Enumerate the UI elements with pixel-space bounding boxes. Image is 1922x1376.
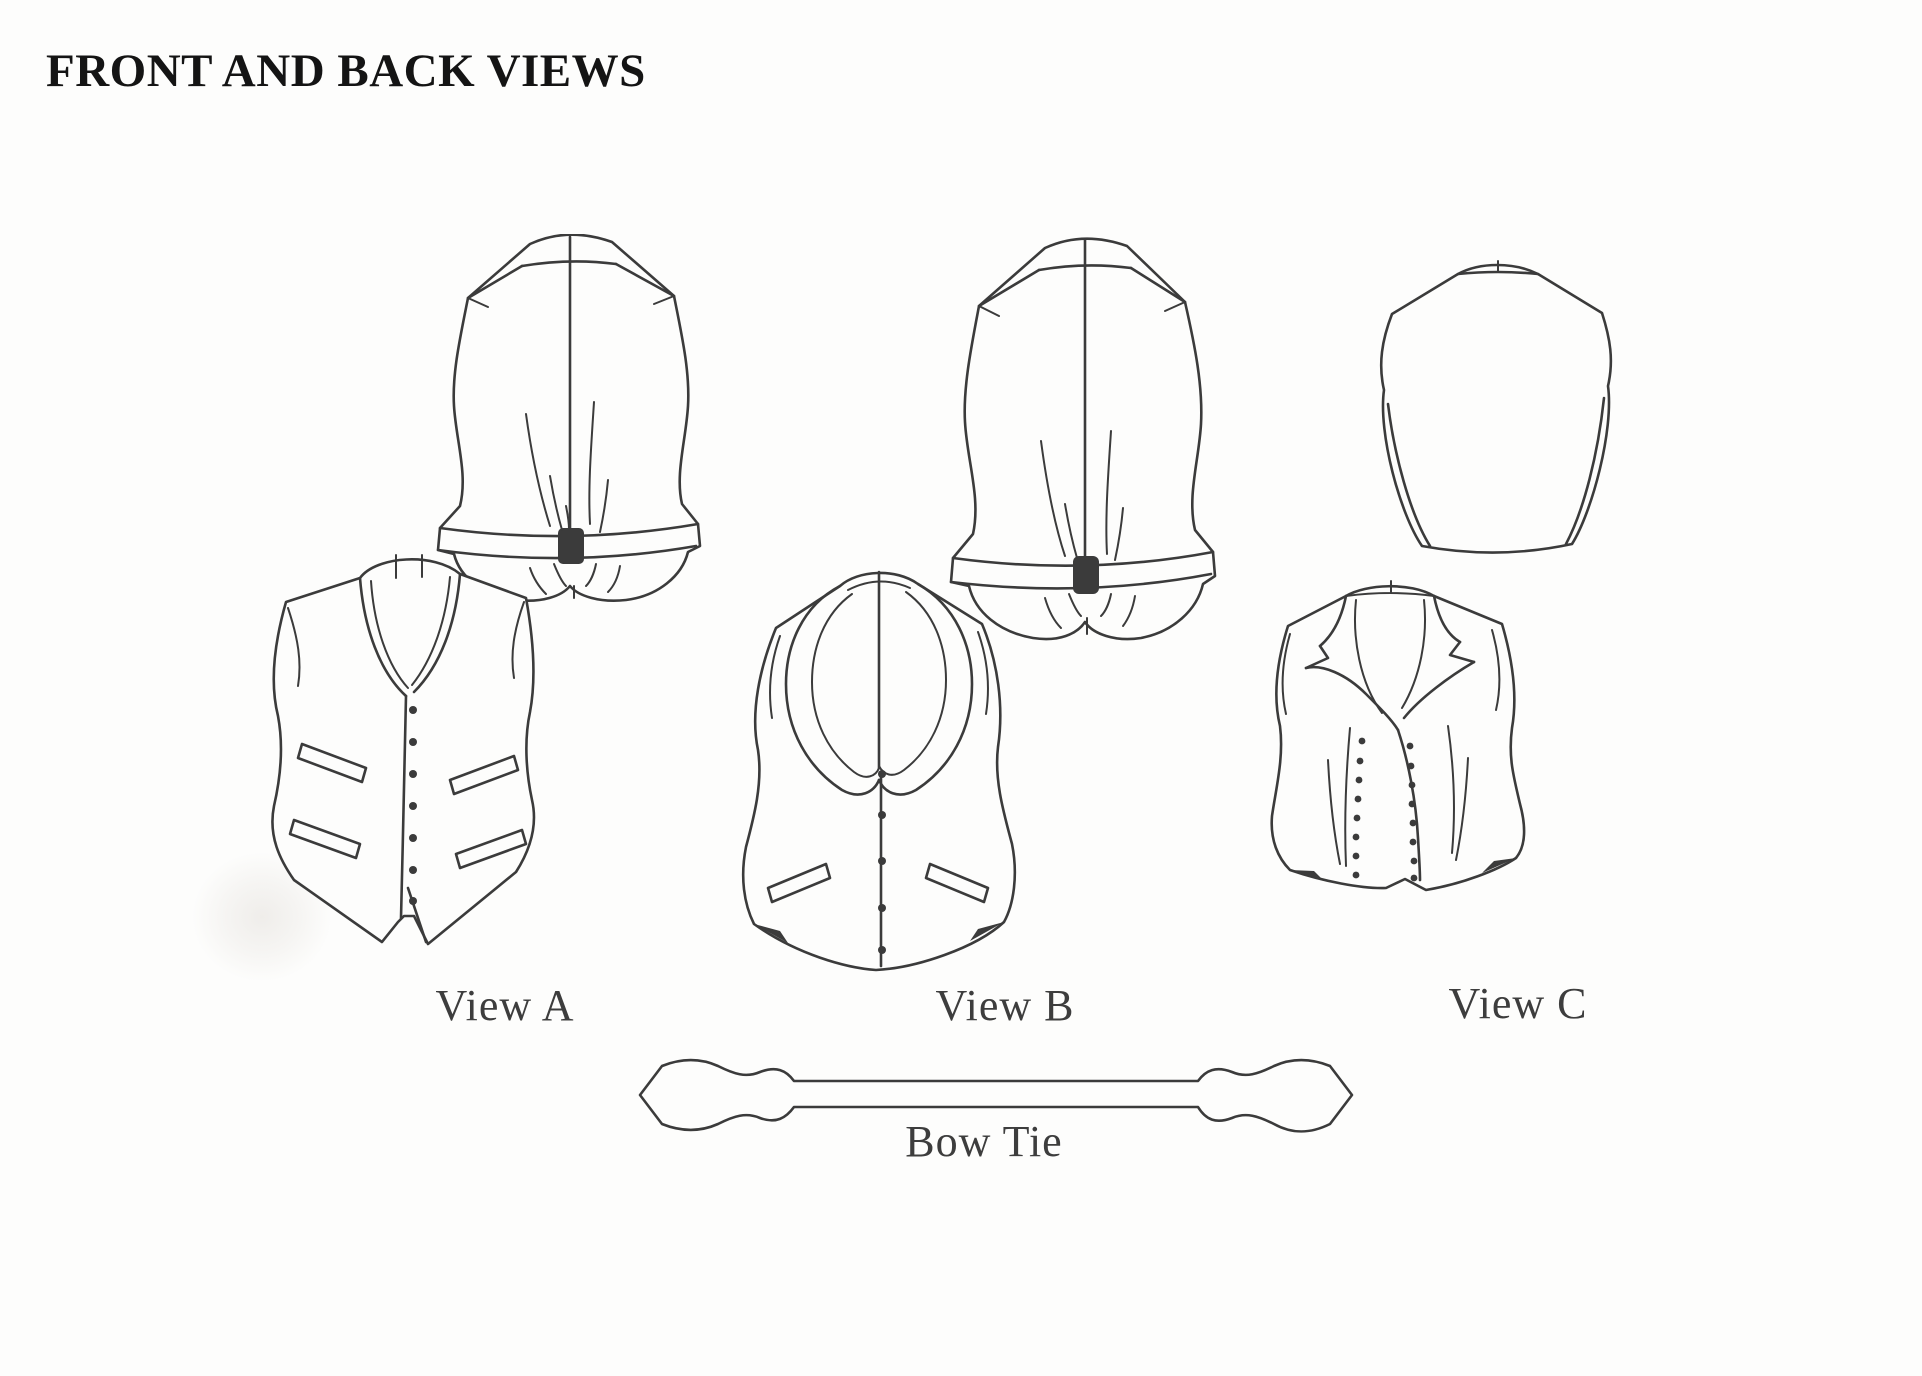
view-a-front-illustration — [271, 554, 536, 946]
view-b-front-illustration — [741, 570, 1017, 972]
view-c-front-illustration — [1270, 580, 1526, 892]
view-a-label: View A — [435, 981, 575, 1030]
view-a-back-illustration — [436, 234, 702, 602]
bow-tie-illustration — [638, 1058, 1354, 1133]
view-c-label: View C — [1448, 979, 1588, 1028]
bow-tie-label: Bow Tie — [905, 1117, 1063, 1166]
page-title: FRONT AND BACK VIEWS — [46, 45, 646, 97]
view-c-back-illustration — [1379, 260, 1613, 554]
view-b-label: View B — [935, 981, 1075, 1030]
view-b-back-illustration — [949, 237, 1217, 641]
